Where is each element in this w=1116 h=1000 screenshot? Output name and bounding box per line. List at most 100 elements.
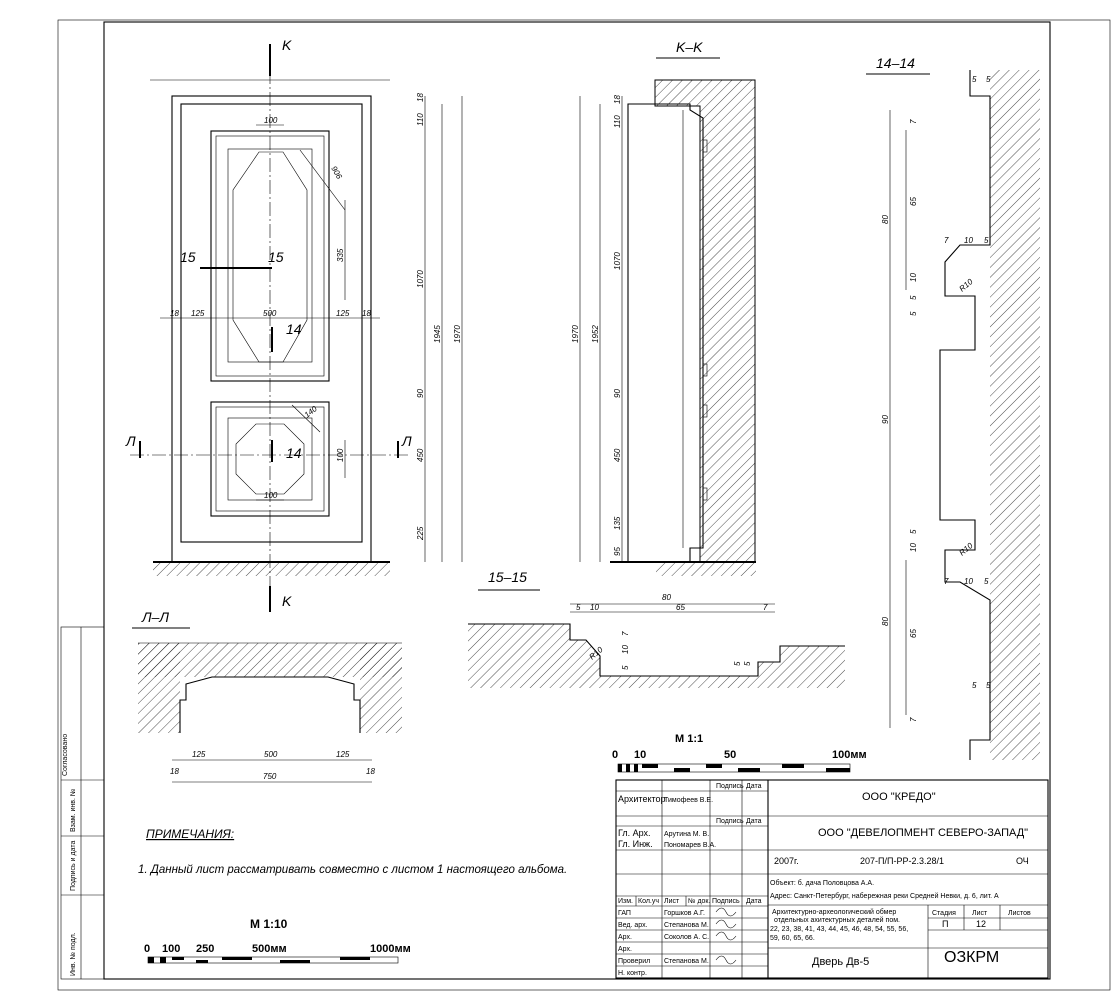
s14-dim-5g: 5 xyxy=(984,577,989,586)
dim-140: 140 xyxy=(303,404,319,420)
s14-dim-5b: 5 xyxy=(986,75,991,84)
tb-desc-2: отдельных ахитектурных деталей пом. xyxy=(774,916,900,924)
section-kk-title: K–K xyxy=(676,39,703,55)
notes-text: 1. Данный лист рассматривать совместно с… xyxy=(138,864,567,876)
ll-dim-750: 750 xyxy=(263,772,277,781)
tb-ved-name: Степанова М. xyxy=(664,922,709,929)
tb-drawing-name: Дверь Дв-5 xyxy=(812,956,869,968)
tb-desc-4: 59, 60, 65, 66. xyxy=(770,935,815,942)
dim-w-18-right: 18 xyxy=(362,309,371,318)
s14-dim-7d: 7 xyxy=(909,717,918,722)
tb-col-date: Дата xyxy=(746,898,762,905)
s14-dim-5d: 5 xyxy=(909,295,918,300)
tb-date-header: Дата xyxy=(746,783,762,790)
cut-15-right: 15 xyxy=(268,249,284,265)
tb-sheet: 12 xyxy=(976,919,986,929)
kk-dim-18: 18 xyxy=(613,95,622,104)
tb-arh1-name: Соколов А. С. xyxy=(664,934,709,941)
s14-dim-80a: 80 xyxy=(881,215,890,224)
stamp-sign-date: Подпись и дата xyxy=(70,841,77,891)
s14-dim-10b: 10 xyxy=(909,273,918,282)
ll-dim-18a: 18 xyxy=(170,767,179,776)
tb-object: Объект: б. дача Половцова А.А. xyxy=(770,879,874,887)
tb-year: 2007г. xyxy=(774,856,799,866)
s14-dim-65b: 65 xyxy=(909,629,918,638)
dim-100-side: 100 xyxy=(336,448,345,462)
kk-dim-110: 110 xyxy=(613,115,622,128)
ll-dim-18b: 18 xyxy=(366,767,375,776)
scale-1to10-tick-1000: 1000мм xyxy=(370,943,411,955)
s15-dim-5d: 5 xyxy=(743,661,752,666)
tb-prov-name: Степанова М. xyxy=(664,958,709,965)
tb-architect-role: Архитектор xyxy=(618,794,666,804)
dim-110: 110 xyxy=(416,113,425,126)
s14-dim-5h: 5 xyxy=(972,681,977,690)
s14-dim-5i: 5 xyxy=(986,681,991,690)
tb-col-sign: Подпись xyxy=(712,898,740,905)
tb-gap-role: ГАП xyxy=(618,910,631,917)
dim-450: 450 xyxy=(416,448,425,462)
s14-dim-7c: 7 xyxy=(944,577,949,586)
s14-dim-10a: 10 xyxy=(964,236,973,245)
s14-dim-80b: 80 xyxy=(881,617,890,626)
dim-90: 90 xyxy=(416,389,425,398)
stamp-agreed: Согласовано xyxy=(62,734,69,776)
scale-1to1-label: М 1:1 xyxy=(675,733,703,745)
dim-100-bottom: 100 xyxy=(264,491,278,500)
s14-dim-5a: 5 xyxy=(972,75,977,84)
ll-dim-125a: 125 xyxy=(192,750,206,759)
tb-architect-name: Тимофеев В.Е. xyxy=(664,797,713,804)
scale-1to10-label: М 1:10 xyxy=(250,917,288,931)
dim-1970: 1970 xyxy=(453,325,462,343)
dim-w-125-right: 125 xyxy=(336,309,350,318)
section-1414: 14–14 5 5 7 80 65 7 10 5 R10 5 10 5 90 5… xyxy=(866,55,1040,760)
kk-dim-450: 450 xyxy=(613,448,622,462)
scale-1to10-tick-100: 100 xyxy=(162,943,180,955)
tb-nkontr-role: Н. контр. xyxy=(618,970,647,977)
side-stamp: Согласовано Взам. инв. № Подпись и дата … xyxy=(60,626,105,980)
s15-dim-7a: 7 xyxy=(763,603,768,612)
s14-dim-5e: 5 xyxy=(909,311,918,316)
tb-col-koluch: Кол.уч xyxy=(638,898,659,905)
tb-address: Адрес: Санкт-Петербург, набережная реки … xyxy=(770,892,999,900)
s14-dim-r10a: R10 xyxy=(958,277,975,294)
kk-dim-1070: 1070 xyxy=(613,252,622,270)
signature-marks xyxy=(715,907,737,965)
s15-dim-7b: 7 xyxy=(621,631,630,636)
tb-glarch-name: Арутина М. В. xyxy=(664,831,709,838)
cut-l-right: Л xyxy=(401,433,412,449)
s15-dim-5b: 5 xyxy=(621,665,630,670)
tb-org2: ООО "ДЕВЕЛОПМЕНТ СЕВЕРО-ЗАПАД" xyxy=(818,827,1028,839)
tb-arh2-role: Арх. xyxy=(618,946,632,953)
tb-sign-header-2: Подпись xyxy=(716,818,744,825)
tb-date-header-2: Дата xyxy=(746,818,762,825)
dim-335: 335 xyxy=(336,248,345,262)
s15-dim-65: 65 xyxy=(676,603,685,612)
section-ll: Л–Л 125 500 125 18 750 18 xyxy=(132,609,402,783)
tb-stage: П xyxy=(942,919,948,929)
kk-dim-135: 135 xyxy=(613,516,622,530)
scale-1to1-tick-0: 0 xyxy=(612,749,618,761)
section-ll-title: Л–Л xyxy=(141,609,169,625)
dim-18-top: 18 xyxy=(416,93,425,102)
dim-top-100: 100 xyxy=(264,116,278,125)
tb-desc-3: 22, 23, 38, 41, 43, 44, 45, 46, 48, 54, … xyxy=(770,926,908,933)
tb-gleng-role: Гл. Инж. xyxy=(618,839,653,849)
kk-dim-1970: 1970 xyxy=(571,325,580,343)
section-1414-title: 14–14 xyxy=(876,55,915,71)
dim-1945: 1945 xyxy=(433,325,442,343)
cut-14-top: 14 xyxy=(286,321,302,337)
door-elevation: K K Л Л 15 15 14 14 100 906 335 1070 194… xyxy=(125,37,463,612)
tb-glarch-role: Гл. Арх. xyxy=(618,828,651,838)
ll-dim-125b: 125 xyxy=(336,750,350,759)
tb-ved-role: Вед. арх. xyxy=(618,922,648,929)
scale-bar-1to1: М 1:1 0 10 50 100мм xyxy=(612,733,867,773)
dim-w-500: 500 xyxy=(263,309,277,318)
tb-och: ОЧ xyxy=(1016,856,1029,866)
scale-1to1-tick-100: 100мм xyxy=(832,749,867,761)
scale-1to1-tick-50: 50 xyxy=(724,749,736,761)
s14-dim-5c: 5 xyxy=(984,236,989,245)
scale-1to10-tick-0: 0 xyxy=(144,943,150,955)
scale-1to1-tick-10: 10 xyxy=(634,749,646,761)
